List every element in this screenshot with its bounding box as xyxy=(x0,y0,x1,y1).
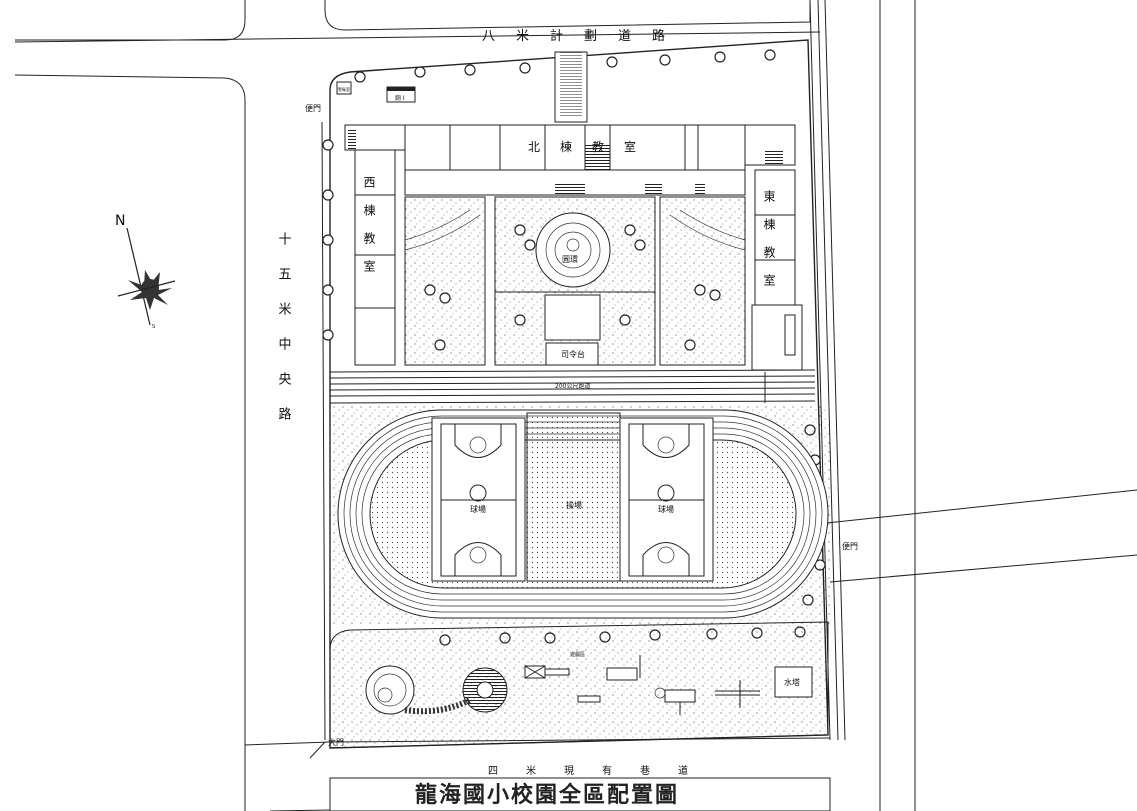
tree-icon xyxy=(322,139,334,151)
tree-icon xyxy=(354,71,366,83)
tree-icon xyxy=(519,62,531,74)
tree-icon xyxy=(514,314,526,326)
tree-icon xyxy=(524,239,536,251)
south-road-label: 四米現有巷道 xyxy=(488,764,716,777)
tree-icon xyxy=(764,49,776,61)
west-building xyxy=(354,149,396,366)
track-straight xyxy=(329,369,816,404)
svg-text:S: S xyxy=(152,324,155,330)
tree-icon xyxy=(606,56,618,68)
tree-icon xyxy=(322,284,334,296)
main-gate-arrow-icon xyxy=(309,741,326,759)
tree-icon xyxy=(439,292,451,304)
tree-icon xyxy=(624,224,636,236)
south-play-area xyxy=(329,621,829,749)
guard-room xyxy=(336,81,352,95)
guard-room-label: 警衛室 xyxy=(338,86,350,92)
court-left-label: 球場 xyxy=(470,504,486,514)
tree-icon xyxy=(514,224,526,236)
tree-icon xyxy=(714,51,726,63)
compass-rose-icon: N S xyxy=(115,213,176,330)
toilet-label: 廁 I xyxy=(395,94,405,102)
north-road-label: 八米計劃道路 xyxy=(482,28,686,44)
svg-text:N: N xyxy=(115,213,125,229)
basketball-court-left xyxy=(431,417,526,582)
gardens xyxy=(404,196,746,366)
north-building-label: 北棟教室 xyxy=(528,139,656,154)
tree-icon xyxy=(684,339,696,351)
court-right-label: 球場 xyxy=(658,504,674,514)
campus-boundary xyxy=(329,39,829,749)
play-area-label: 遊戲區 xyxy=(570,651,585,658)
playground-field xyxy=(526,412,621,582)
playground-label: 操場 xyxy=(566,500,582,510)
track-label: 200公尺跑道 xyxy=(555,382,590,390)
tree-icon xyxy=(709,289,721,301)
tree-icon xyxy=(434,339,446,351)
tree-icon xyxy=(659,54,671,66)
water-tower-label: 水塔 xyxy=(784,677,800,687)
east-building xyxy=(751,169,803,371)
tree-icon xyxy=(322,189,334,201)
water-tower xyxy=(774,666,813,698)
plan-title: 龍海國小校園全區配置圖 xyxy=(415,782,679,808)
tree-icon xyxy=(424,284,436,296)
play-equipment xyxy=(365,655,760,715)
west-road-label: 十五米中央路 xyxy=(276,232,292,442)
garden-circle-label: 圓環 xyxy=(562,255,578,264)
basketball-court-right xyxy=(619,417,714,582)
east-building-label: 東棟教室 xyxy=(762,190,776,302)
title-box xyxy=(329,777,831,811)
east-side-gate-label: 便門 xyxy=(842,541,858,551)
main-gate-label: 大門 xyxy=(328,737,344,747)
tree-icon xyxy=(694,284,706,296)
tree-icon xyxy=(414,66,426,78)
tree-icon xyxy=(464,64,476,76)
tree-icon xyxy=(619,314,631,326)
north-building xyxy=(344,124,796,196)
tree-icon xyxy=(322,329,334,341)
stage-label: 司令台 xyxy=(561,349,585,359)
west-building-label: 西棟教室 xyxy=(362,176,376,288)
tree-icon xyxy=(322,234,334,246)
nw-side-gate-label: 便門 xyxy=(305,103,321,113)
tree-icon xyxy=(634,239,646,251)
